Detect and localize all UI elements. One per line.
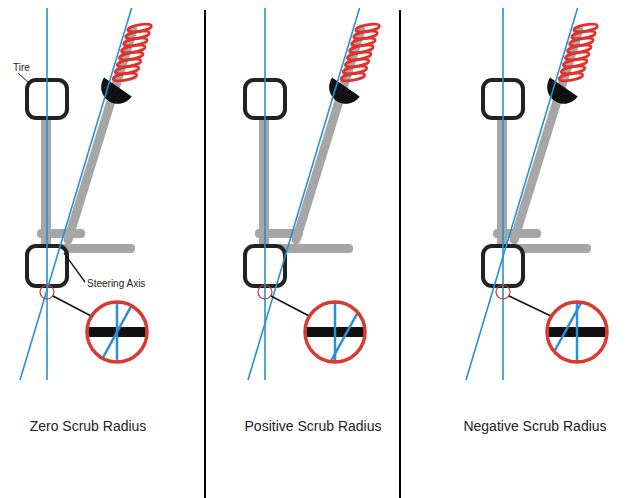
upper-arm	[37, 229, 85, 238]
tire-centerline	[502, 8, 504, 380]
detail-leader	[509, 296, 553, 317]
part-label: Tire	[12, 62, 31, 73]
knuckle	[497, 116, 507, 246]
label-leader	[18, 73, 30, 84]
zoom-axis	[101, 302, 134, 362]
lower-arm	[515, 244, 591, 253]
detail-marker	[258, 285, 272, 299]
detail-circle	[547, 302, 607, 362]
panel-divider	[204, 10, 206, 498]
panel-caption: Negative Scrub Radius	[463, 419, 606, 434]
detail-circle-border	[547, 302, 607, 362]
panel-caption: Positive Scrub Radius	[245, 419, 382, 434]
panel-caption: Zero Scrub Radius	[30, 419, 147, 434]
panel-divider	[399, 10, 401, 498]
detail-circle-border	[87, 302, 147, 362]
lower-arm	[59, 244, 135, 253]
suspension-panel	[466, 8, 607, 380]
detail-leader	[271, 296, 311, 317]
label-leader	[64, 253, 85, 282]
detail-circle	[305, 302, 365, 362]
detail-marker	[40, 285, 54, 299]
suspension-panel	[20, 8, 152, 380]
detail-leader	[53, 296, 93, 317]
detail-circle-border	[305, 302, 365, 362]
knuckle	[259, 116, 269, 246]
detail-circle	[87, 302, 147, 362]
spring-coil	[113, 72, 138, 82]
knuckle	[41, 116, 51, 246]
tire-centerline	[46, 8, 48, 380]
spring-coil	[559, 72, 584, 82]
spring-coil	[341, 72, 366, 82]
suspension-panel	[245, 8, 380, 380]
part-label: Steering Axis	[86, 278, 146, 289]
detail-marker	[496, 285, 510, 299]
